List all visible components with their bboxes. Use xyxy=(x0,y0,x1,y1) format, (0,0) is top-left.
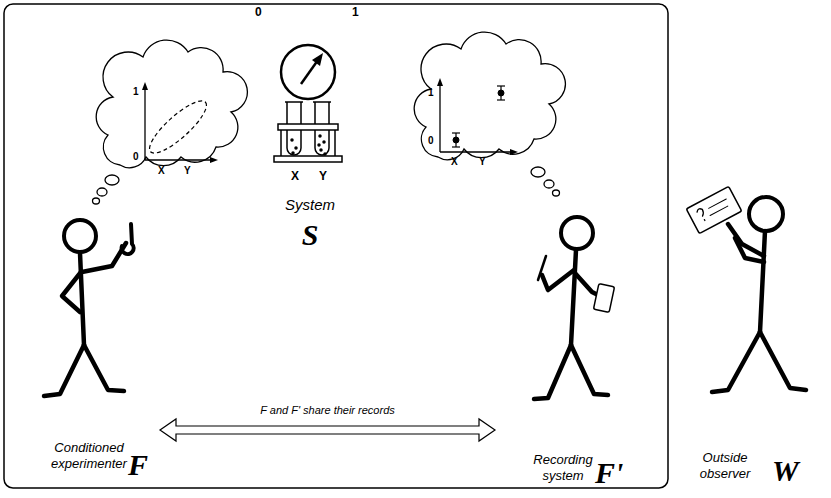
axis-label: 1 xyxy=(352,6,359,18)
axis-label: 0 xyxy=(255,6,262,18)
record-plot xyxy=(437,78,518,155)
dial-meter xyxy=(281,45,335,99)
thought-bubble xyxy=(414,32,565,196)
node-name: System xyxy=(250,196,370,214)
stick-figure xyxy=(44,220,134,396)
axis-label: X xyxy=(451,157,458,167)
stick-figure xyxy=(534,217,615,399)
node-symbol: W xyxy=(772,456,812,486)
figure-node: Recording systemF' xyxy=(495,208,625,486)
figure-node: Conditioned experimenterF xyxy=(28,208,160,486)
role-label: Recording system xyxy=(527,452,599,483)
lab-frame xyxy=(4,4,668,488)
thought-bubble xyxy=(93,40,248,204)
test-tubes xyxy=(274,102,342,162)
double-arrow xyxy=(160,419,495,441)
axis-label: X xyxy=(158,166,165,176)
axis-label: 0 xyxy=(428,136,434,146)
axis-label: Y xyxy=(319,170,327,182)
axis-label: Y xyxy=(184,166,191,176)
axis-label: 0 xyxy=(133,152,139,162)
role-label: Conditioned experimenter xyxy=(48,440,130,471)
axis-label: 1 xyxy=(133,87,139,97)
node-symbol: S xyxy=(250,220,370,250)
stick-figure xyxy=(686,186,806,392)
figure-node: Outside observerW xyxy=(680,180,825,486)
figure-node: SystemS xyxy=(250,196,370,266)
correlation-plot xyxy=(142,82,218,163)
axis-label: 1 xyxy=(428,88,434,98)
axis-label: X xyxy=(291,170,299,182)
axis-label: Y xyxy=(479,157,486,167)
role-label: Outside observer xyxy=(682,450,768,481)
node-symbol: F xyxy=(128,450,158,480)
edge-label: F and F' share their records xyxy=(260,405,395,416)
node-symbol: F' xyxy=(595,458,625,488)
